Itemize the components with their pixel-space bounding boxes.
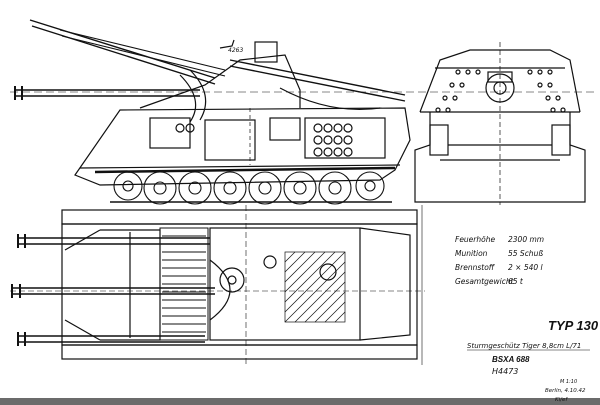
- side-view-note: 4263: [228, 47, 243, 54]
- sheet-number: H4473: [492, 367, 518, 376]
- signature-note: Ki/ef: [555, 397, 568, 403]
- plan-view: [10, 205, 425, 365]
- title-block: Sturmgeschütz Tiger 8,8cm L/71 BSXA 688 …: [467, 342, 590, 403]
- title-line-2: BSXA 688: [492, 355, 530, 364]
- specs-table: Feuerhöhe 2300 mm Munition 55 Schuß Bren…: [455, 235, 544, 286]
- spec-value-3: 2 × 540 l: [508, 263, 544, 272]
- spec-label-1: Feuerhöhe: [455, 235, 495, 244]
- hatched-area: [284, 251, 346, 323]
- scale-note: M 1:10: [560, 379, 577, 385]
- type-label: TYP 130: [548, 318, 599, 333]
- road-wheels: [113, 171, 385, 205]
- front-view: [414, 42, 586, 205]
- ammo-racks-side: [175, 123, 353, 157]
- spec-value-2: 55 Schuß: [508, 249, 543, 258]
- spec-label-4: Gesamtgewicht: [455, 277, 515, 286]
- spec-value-4: 65 t: [508, 277, 524, 286]
- paper-bottom-edge: [0, 398, 600, 405]
- spec-label-3: Brennstoff: [455, 263, 496, 272]
- spec-label-2: Munition: [455, 249, 488, 258]
- title-line-1: Sturmgeschütz Tiger 8,8cm L/71: [467, 342, 581, 350]
- side-elevation-view: [14, 19, 411, 205]
- spec-value-1: 2300 mm: [508, 235, 544, 244]
- armor-rivets: [435, 69, 566, 113]
- date-note: Berlin, 4.10.42: [545, 388, 586, 394]
